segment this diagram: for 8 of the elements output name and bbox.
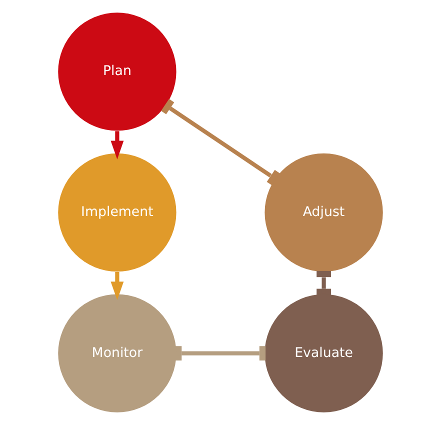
- connector: [316, 270, 330, 295]
- node-circle: Evaluate: [264, 294, 382, 412]
- node-circle: Monitor: [58, 294, 176, 412]
- connector: [175, 346, 266, 360]
- arrow: [110, 131, 124, 160]
- arrow: [110, 272, 124, 300]
- connector: [160, 98, 280, 186]
- node-circle: Implement: [58, 153, 176, 272]
